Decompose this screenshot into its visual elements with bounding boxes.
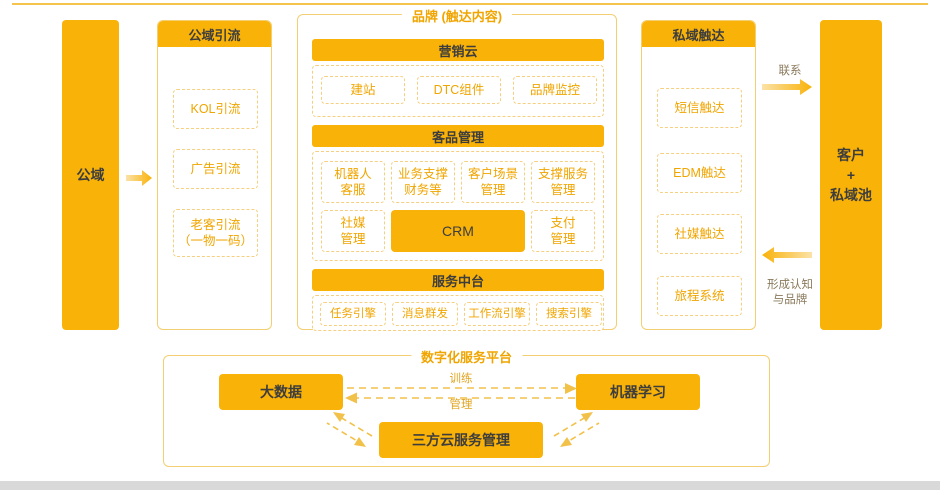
flow-label-awareness-text: 形成认知 与品牌 [767, 279, 813, 306]
cpm-item-payment-mgmt[interactable]: 支付 管理 [531, 210, 595, 252]
smp-item-task-engine[interactable]: 任务引擎 [320, 302, 386, 326]
platform-edge-label-train: 训练 [426, 372, 496, 386]
private-reach-item-sms[interactable]: 短信触达 [657, 88, 742, 128]
private-reach-item-journey[interactable]: 旅程系统 [657, 276, 742, 316]
customer-pool-block: 客户 + 私域池 [820, 20, 882, 330]
platform-edge-label-train-text: 训练 [449, 373, 473, 385]
big-data-label: 大数据 [260, 383, 302, 400]
cpm-item-customer-scene[interactable]: 客户场景 管理 [461, 161, 525, 203]
private-reach-panel: 私域触达 短信触达 EDM触达 社媒触达 旅程系统 [641, 20, 756, 330]
top-divider-rule [12, 3, 928, 5]
customer-pool-label: 客户 + 私域池 [830, 146, 872, 204]
cpm-item-robot-service[interactable]: 机器人 客服 [321, 161, 385, 203]
public-traffic-panel: 公域引流 KOL引流 广告引流 老客引流 （一物一码） [157, 20, 272, 330]
marketing-cloud-item-label: 品牌监控 [529, 82, 580, 97]
private-reach-item-edm[interactable]: EDM触达 [657, 153, 742, 193]
platform-edge-label-manage-text: 管理 [449, 399, 473, 411]
flow-label-awareness: 形成认知 与品牌 [757, 264, 823, 307]
smp-item-workflow-engine[interactable]: 工作流引擎 [464, 302, 530, 326]
third-party-cloud-block[interactable]: 三方云服务管理 [379, 422, 543, 458]
public-domain-block: 公域 [62, 20, 119, 330]
arrow-awareness-left [762, 247, 812, 263]
private-reach-item-label: 社媒触达 [674, 226, 725, 241]
customer-product-mgmt-title: 客品管理 [312, 125, 604, 147]
customer-product-mgmt-band: 客品管理 机器人 客服 业务支撑 财务等 客户场景 管理 支撑服务 管理 社媒 … [312, 125, 604, 261]
smp-item-search-engine[interactable]: 搜索引擎 [536, 302, 602, 326]
marketing-cloud-item-monitor[interactable]: 品牌监控 [513, 76, 597, 104]
cpm-item-social-mgmt[interactable]: 社媒 管理 [321, 210, 385, 252]
private-reach-item-label: 旅程系统 [674, 288, 725, 303]
flow-label-contact: 联系 [763, 64, 817, 78]
cpm-item-label: 客户场景 管理 [467, 166, 518, 197]
brand-group: 品牌 (触达内容) 营销云 建站 DTC组件 品牌监控 客品管理 [297, 6, 617, 331]
machine-learning-label: 机器学习 [610, 383, 666, 400]
service-middle-platform-band: 服务中台 任务引擎 消息群发 工作流引擎 搜索引擎 [312, 269, 604, 331]
third-party-cloud-label: 三方云服务管理 [412, 431, 510, 448]
cpm-item-business-support[interactable]: 业务支撑 财务等 [391, 161, 455, 203]
marketing-cloud-item-site[interactable]: 建站 [321, 76, 405, 104]
smp-item-label: 搜索引擎 [546, 307, 592, 320]
public-traffic-item-kol[interactable]: KOL引流 [173, 89, 258, 129]
customer-product-mgmt-body: 机器人 客服 业务支撑 财务等 客户场景 管理 支撑服务 管理 社媒 管理 CR… [312, 151, 604, 261]
machine-learning-block[interactable]: 机器学习 [576, 374, 700, 410]
public-traffic-item-label: 广告引流 [190, 161, 241, 176]
arrow-contact-right [762, 79, 812, 95]
cpm-item-crm[interactable]: CRM [391, 210, 525, 252]
service-middle-platform-title: 服务中台 [312, 269, 604, 291]
public-domain-label: 公域 [76, 166, 105, 183]
marketing-cloud-band: 营销云 建站 DTC组件 品牌监控 [312, 39, 604, 117]
service-middle-platform-body: 任务引擎 消息群发 工作流引擎 搜索引擎 [312, 295, 604, 331]
private-reach-title: 私域触达 [642, 21, 755, 47]
public-traffic-item-label: 老客引流 （一物一码） [177, 217, 253, 248]
cpm-crm-label: CRM [442, 222, 474, 239]
cpm-item-label: 支付 管理 [550, 215, 576, 246]
marketing-cloud-body: 建站 DTC组件 品牌监控 [312, 65, 604, 117]
big-data-block[interactable]: 大数据 [219, 374, 343, 410]
cpm-item-label: 社媒 管理 [340, 215, 366, 246]
arrow-public-to-traffic [126, 170, 152, 186]
marketing-cloud-item-label: DTC组件 [433, 82, 485, 97]
public-traffic-item-returning[interactable]: 老客引流 （一物一码） [173, 209, 258, 257]
marketing-cloud-item-label: 建站 [350, 82, 376, 97]
marketing-cloud-title: 营销云 [312, 39, 604, 61]
smp-item-label: 任务引擎 [330, 307, 376, 320]
smp-item-label: 消息群发 [402, 307, 448, 320]
bottom-status-bar [0, 481, 940, 490]
smp-item-message-broadcast[interactable]: 消息群发 [392, 302, 458, 326]
platform-group: 数字化服务平台 大数据 机器学习 三方云服务管理 训练 管理 [163, 347, 770, 467]
brand-group-caption: 品牌 (触达内容) [401, 6, 513, 25]
private-reach-item-label: 短信触达 [674, 100, 725, 115]
public-traffic-item-label: KOL引流 [190, 101, 241, 116]
platform-edge-label-manage: 管理 [426, 398, 496, 412]
private-reach-item-social[interactable]: 社媒触达 [657, 214, 742, 254]
smp-item-label: 工作流引擎 [468, 307, 526, 320]
cpm-item-support-service[interactable]: 支撑服务 管理 [531, 161, 595, 203]
cpm-item-label: 支撑服务 管理 [537, 166, 588, 197]
platform-group-caption: 数字化服务平台 [410, 347, 523, 366]
flow-label-contact-text: 联系 [778, 65, 802, 77]
public-traffic-title: 公域引流 [158, 21, 271, 47]
marketing-cloud-item-dtc[interactable]: DTC组件 [417, 76, 501, 104]
public-traffic-item-ads[interactable]: 广告引流 [173, 149, 258, 189]
cpm-item-label: 机器人 客服 [334, 166, 372, 197]
private-reach-item-label: EDM触达 [673, 165, 726, 180]
cpm-item-label: 业务支撑 财务等 [397, 166, 448, 197]
